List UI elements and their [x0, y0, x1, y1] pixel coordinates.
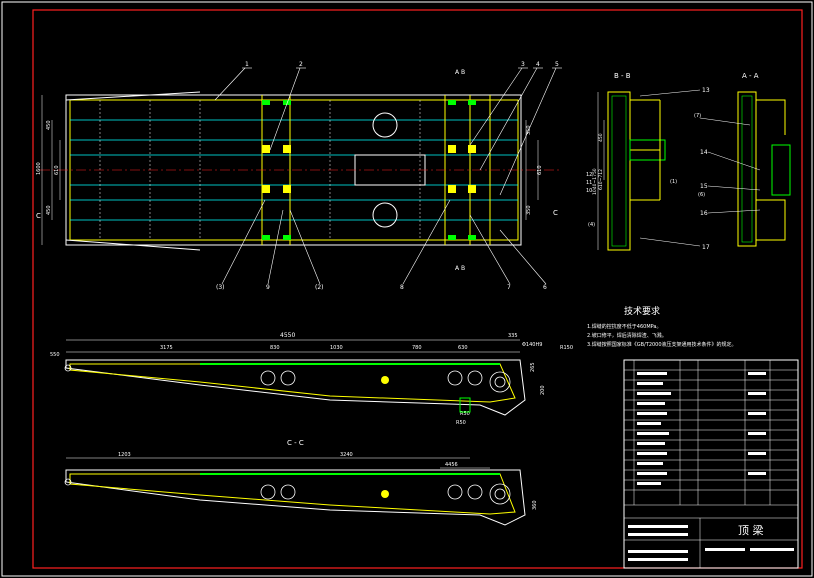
- section-cc-title: C - C: [287, 439, 304, 447]
- side-hole-note: Φ140H9: [522, 342, 542, 348]
- cc-dim-1: 3240: [340, 452, 353, 458]
- side-seg-2: 1030: [330, 345, 343, 351]
- aa-balloon-16: 16: [700, 210, 708, 217]
- section-mark-left: C: [36, 212, 41, 220]
- section-cc: C - C 1203 3240 4456 360: [64, 439, 538, 526]
- cc-dim-0: 1203: [118, 452, 131, 458]
- side-left-dim: 550: [50, 352, 60, 358]
- aa-tag-7: (7): [694, 113, 701, 119]
- plan-dim-left-1: 450: [46, 120, 52, 130]
- aa-balloon-14: 14: [700, 149, 708, 156]
- cc-right-dim: 360: [532, 500, 538, 510]
- bb-label-11: 11: [586, 180, 592, 186]
- plan-view: C C A B A B 1600 450 610 450 350 610 350…: [36, 61, 562, 291]
- aa-tag-6: (6): [698, 192, 705, 198]
- bb-dim-2: 610~712: [598, 169, 604, 190]
- section-aa-title: A - A: [742, 72, 759, 80]
- bb-tag-1: (1): [670, 179, 677, 185]
- bb-dim-0: 1040~1750: [592, 168, 598, 195]
- balloon-top-1: 1: [245, 61, 249, 68]
- aa-balloon-15: 15: [700, 183, 708, 190]
- balloon-top-2: 2: [299, 61, 303, 68]
- side-seg-4: 630: [458, 345, 468, 351]
- side-right-dim: R150: [560, 345, 573, 351]
- section-mark-right: C: [553, 209, 558, 217]
- tech-req-heading: 技术要求: [624, 305, 660, 317]
- side-seg-5: 335: [508, 333, 518, 339]
- cc-body-outline: [65, 469, 526, 526]
- bb-label-12: 12: [586, 172, 592, 178]
- balloon-top-4: 4: [536, 61, 540, 68]
- title-block: 顶 梁: [623, 359, 799, 569]
- side-seg-3: 780: [412, 345, 422, 351]
- bb-balloon-13: 13: [702, 87, 710, 94]
- side-height-1: 265: [530, 362, 536, 372]
- tech-req-line-2: 2.坡口修平，焊后清除焊渣、飞溅。: [587, 332, 667, 339]
- section-ab-top: A B: [455, 69, 465, 76]
- side-height-0: 200: [540, 385, 546, 395]
- plan-dim-left-3: 450: [46, 205, 52, 215]
- balloon-bottom-5: 7: [507, 284, 511, 291]
- title-block-name: 顶 梁: [738, 523, 764, 537]
- bb-balloon-17: 17: [702, 244, 710, 251]
- bb-dim-1: 450: [598, 133, 604, 142]
- tech-requirements: 技术要求 1.焊缝的控抗度不低于460MPa。 2.坡口修平，焊后清除焊渣、飞溅…: [587, 305, 737, 348]
- plan-dim-right-2: 350: [526, 205, 532, 215]
- side-overall: 4550: [280, 332, 295, 339]
- balloon-bottom-4: 8: [400, 284, 404, 291]
- plan-dim-right-1: 610: [537, 165, 543, 175]
- side-seg-1: 830: [270, 345, 280, 351]
- balloon-top-3: 3: [521, 61, 525, 68]
- side-view: 4550 3175 830 1030 780 630 335 550 R150 …: [50, 332, 573, 426]
- balloon-bottom-1: (3): [216, 284, 225, 291]
- section-ab-bottom: A B: [455, 265, 465, 272]
- balloon-top-5: 5: [555, 61, 559, 68]
- bb-tag-4: (4): [588, 222, 595, 228]
- section-bb-title: B - B: [614, 72, 631, 80]
- tech-req-line-1: 1.焊缝的控抗度不低于460MPa。: [587, 323, 661, 330]
- inner-border: [32, 9, 803, 569]
- section-bb: B - B 1040~1750 450 610~712 12 11 10 (1)…: [586, 72, 710, 251]
- side-note-1: R50: [456, 420, 466, 426]
- tech-req-line-3: 3.焊缝按照国家标准《GB/T2000液压支架通用技术条件》的规定。: [587, 341, 737, 348]
- side-body-outline: [65, 359, 526, 416]
- balloon-bottom-3: (2): [315, 284, 324, 291]
- bb-label-10: 10: [586, 188, 592, 194]
- side-note-0: R50: [460, 411, 470, 417]
- plan-dim-left-0: 1600: [36, 162, 42, 175]
- balloon-bottom-6: 6: [543, 284, 547, 291]
- section-aa: A - A (7) (6) 14 15 16: [694, 72, 791, 247]
- side-seg-0: 3175: [160, 345, 173, 351]
- balloon-bottom-2: 9: [266, 284, 270, 291]
- plan-dim-right-0: 350: [526, 125, 532, 135]
- plan-dim-left-2: 610: [54, 165, 60, 175]
- cc-dim-2: 4456: [445, 462, 458, 468]
